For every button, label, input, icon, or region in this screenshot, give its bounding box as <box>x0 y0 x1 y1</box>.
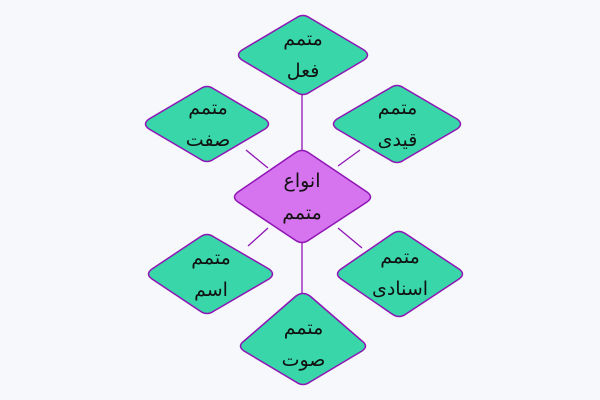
node-verb-shape <box>237 14 369 96</box>
node-adjective-shape <box>144 85 270 163</box>
node-predicative-shape <box>336 230 464 318</box>
connectors <box>245 95 363 294</box>
node-center-shape <box>233 149 372 244</box>
connector-top-right <box>337 149 361 167</box>
node-noun-shape <box>147 233 274 315</box>
connector-bottom-left <box>247 227 269 247</box>
connector-top-left <box>245 149 269 169</box>
node-interjection-shape <box>239 292 367 386</box>
connector-bottom-right <box>337 227 363 249</box>
node-adverbial-shape <box>332 84 462 164</box>
